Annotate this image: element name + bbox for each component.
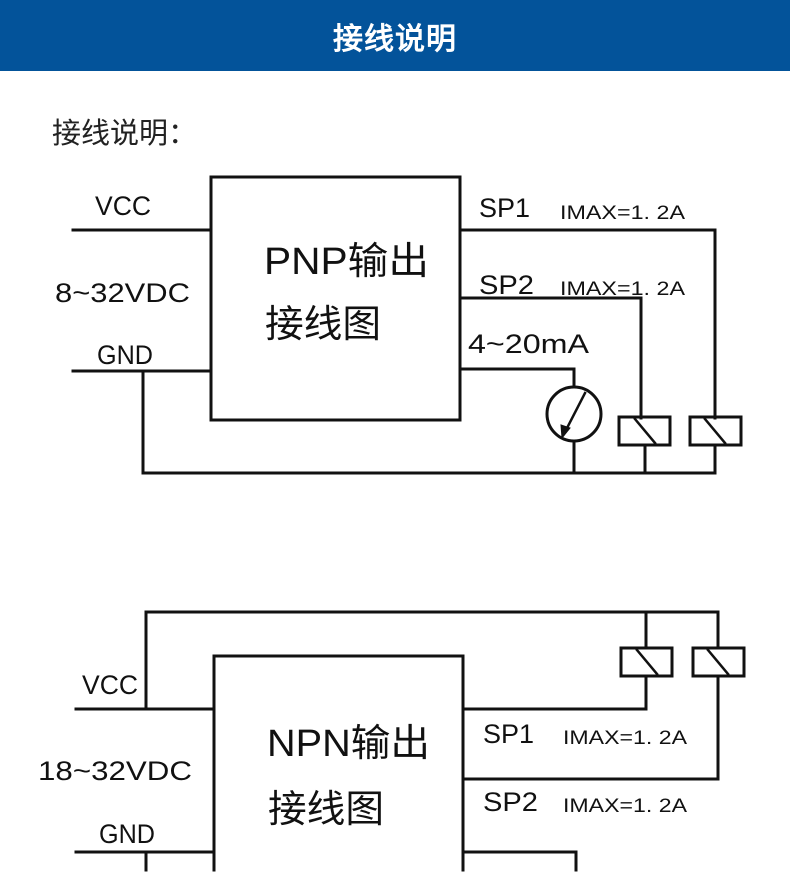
npn-module-box — [212, 654, 465, 872]
pnp-sp2-imax: IMAX=1. 2A — [560, 279, 685, 300]
pnp-supply-label: 8~32VDC — [55, 278, 190, 308]
pnp-analog-label: 4~20mA — [468, 329, 589, 359]
pnp-gnd-label: GND — [97, 340, 153, 370]
pnp-sp1-label: SP1 — [479, 193, 530, 223]
pnp-ground-return — [141, 369, 717, 475]
pnp-sp2-wire — [458, 296, 643, 420]
npn-box-title-line2: 接线图 — [268, 789, 384, 831]
npn-sp2-imax: IMAX=1. 2A — [563, 796, 687, 817]
npn-sp2-wire — [461, 674, 720, 781]
pnp-module-box — [209, 175, 462, 422]
relay-coil-icon — [688, 415, 743, 447]
banner-title: 接线说明 — [333, 21, 457, 57]
pnp-box-title-line2: 接线图 — [265, 304, 381, 346]
npn-diagram — [74, 610, 746, 872]
npn-vcc-supply — [144, 610, 720, 711]
pnp-sp1-wire — [458, 228, 717, 420]
npn-sp1-wire — [461, 674, 648, 711]
npn-gnd-label: GND — [99, 819, 155, 849]
ammeter-icon — [545, 385, 603, 443]
npn-sp2-label: SP2 — [483, 787, 538, 817]
pnp-analog-wire — [458, 367, 576, 389]
header-banner: 接线说明 — [0, 0, 790, 71]
npn-sp1-label: SP1 — [483, 719, 534, 749]
relay-coil-icon — [619, 646, 674, 678]
pnp-sp2-label: SP2 — [479, 270, 534, 300]
pnp-vcc-label: VCC — [95, 191, 151, 221]
relay-coil-icon — [617, 415, 672, 447]
relay-coil-icon — [691, 646, 746, 678]
npn-analog-wire — [461, 850, 578, 872]
pnp-box-title-line1: PNP输出 — [264, 241, 429, 283]
section-heading: 接线说明： — [52, 116, 198, 150]
npn-vcc-label: VCC — [82, 670, 138, 700]
npn-box-title-line1: NPN输出 — [267, 723, 430, 765]
pnp-sp1-imax: IMAX=1. 2A — [560, 203, 685, 224]
npn-supply-label: 18~32VDC — [38, 756, 192, 786]
pnp-diagram — [71, 175, 743, 475]
npn-sp1-imax: IMAX=1. 2A — [563, 728, 687, 749]
